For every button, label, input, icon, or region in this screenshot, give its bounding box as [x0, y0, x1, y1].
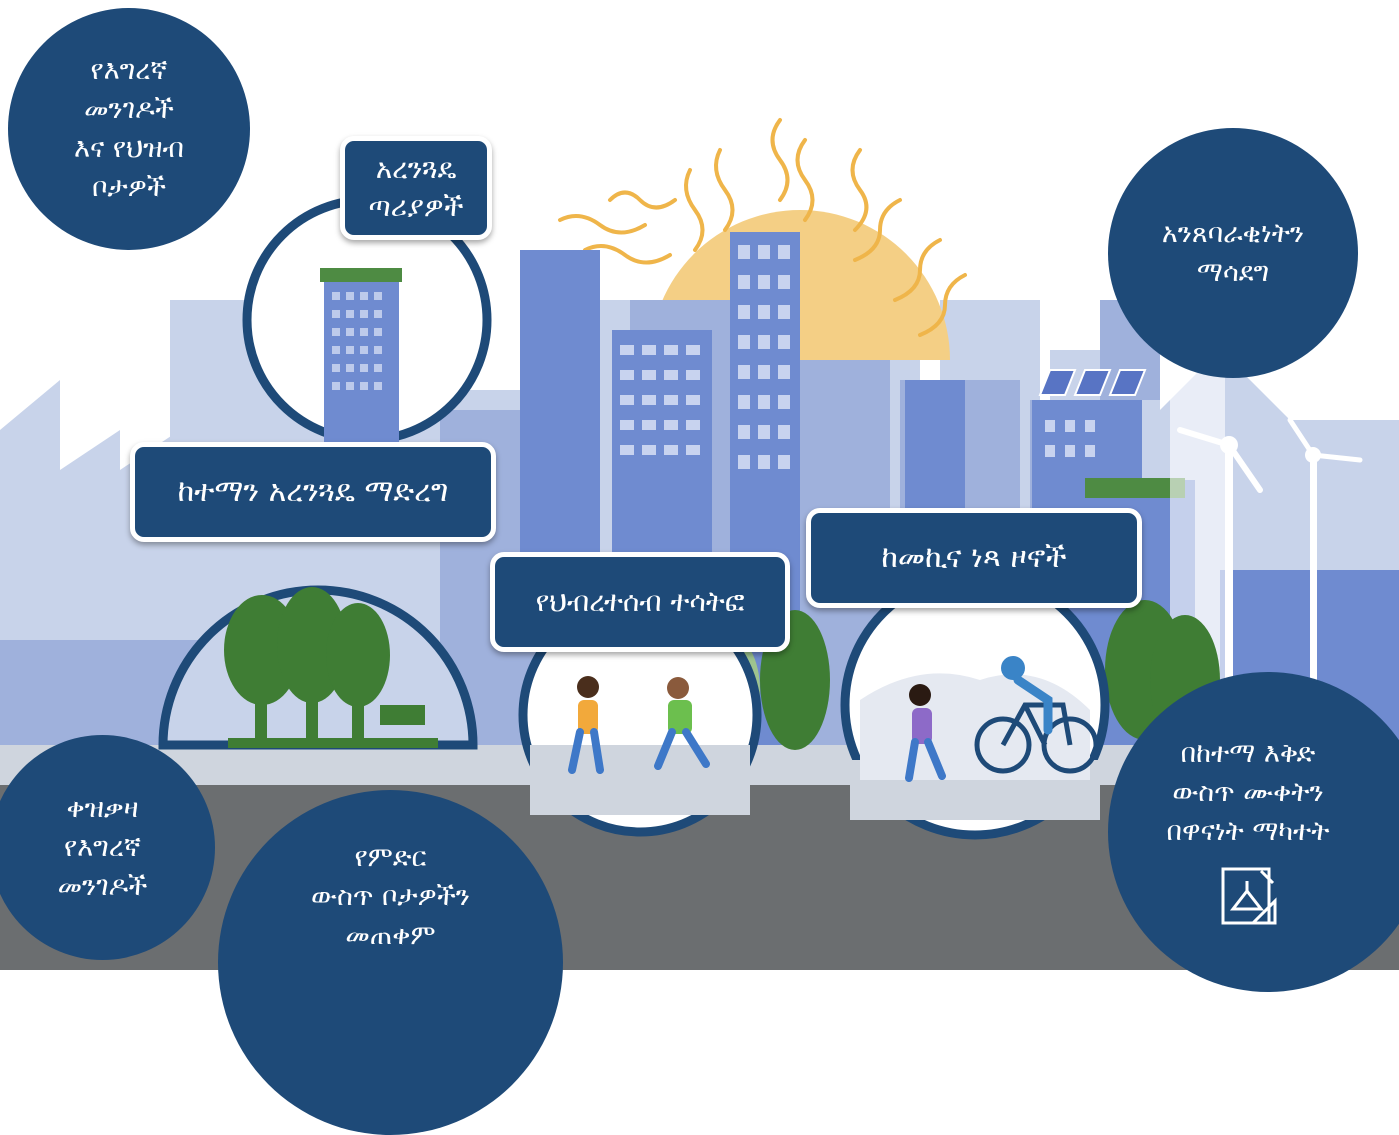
underground-spaces-line-2: ውስጥ ቦታዎችን [311, 881, 470, 913]
car-free-zones-label: ከመኪና ነጻ ዞኖች [881, 539, 1067, 575]
tag-community-participation: የህብረተሰብ ተሳትፎ [490, 552, 790, 652]
solar-panel-icon [1038, 369, 1147, 396]
tag-green-roofs: አረንጓዴ ጣሪያዎች [340, 136, 492, 240]
cool-walkways-line-1: ቀዝቃዛ [66, 792, 139, 824]
community-participation-label: የህብረተሰብ ተሳትፎ [535, 585, 745, 619]
underground-spaces-line-3: መጠቀም [345, 920, 436, 952]
promote-efficiency-line-2: ማሳደግ [1196, 257, 1270, 288]
cool-walkways-line-3: መንገዶች [57, 871, 148, 903]
bubble-urban-planning: በከተማ እቅድ ውስጥ ሙቀትን በዋናነት ማካተት [1108, 672, 1399, 992]
pedestrian-paths-line-4: ቦታዎች [92, 172, 166, 204]
urban-planning-line-1: በከተማ እቅድ [1180, 738, 1316, 769]
urban-planning-line-3: በዋናነት ማካተት [1166, 816, 1330, 848]
pedestrian-paths-line-1: የእግረኛ [90, 54, 168, 86]
child-walking-icon [905, 684, 946, 782]
bubble-underground-spaces: የምድር ውስጥ ቦታዎችን መጠቀም [218, 790, 563, 1135]
car-free-circle [840, 570, 1110, 840]
cyclist-icon [974, 656, 1099, 774]
building-windows [620, 245, 1095, 469]
child-walking-icon [568, 676, 604, 774]
pedestrian-paths-line-3: እና የህዝብ [74, 133, 184, 164]
child-running-icon [654, 677, 710, 770]
promote-efficiency-line-1: አንጸባራቂነትን [1161, 217, 1305, 249]
green-roofs-line-1: አረንጓዴ [375, 152, 457, 186]
bubble-cool-walkways: ቀዝቃዛ የእግረኛ መንገዶች [0, 735, 215, 960]
greening-city-label: ከተማን አረንጓዴ ማድረግ [177, 473, 449, 509]
tag-greening-city: ከተማን አረንጓዴ ማድረግ [130, 442, 496, 542]
underground-spaces-line-1: የምድር [354, 842, 427, 873]
green-roofs-line-2: ጣሪያዎች [368, 190, 464, 223]
bubble-pedestrian-paths: የእግረኛ መንገዶች እና የህዝብ ቦታዎች [8, 8, 250, 250]
heat-waves [558, 118, 967, 337]
urban-planning-line-2: ውስጥ ሙቀትን [1172, 777, 1324, 809]
bubble-promote-efficiency: አንጸባራቂነትን ማሳደግ [1108, 128, 1358, 378]
pedestrian-paths-line-2: መንገዶች [84, 93, 174, 125]
tag-car-free-zones: ከመኪና ነጻ ዞኖች [806, 508, 1142, 608]
blueprint-icon [1221, 867, 1277, 925]
cool-walkways-line-2: የእግረኛ [63, 831, 142, 863]
greening-city-circle [158, 585, 478, 750]
